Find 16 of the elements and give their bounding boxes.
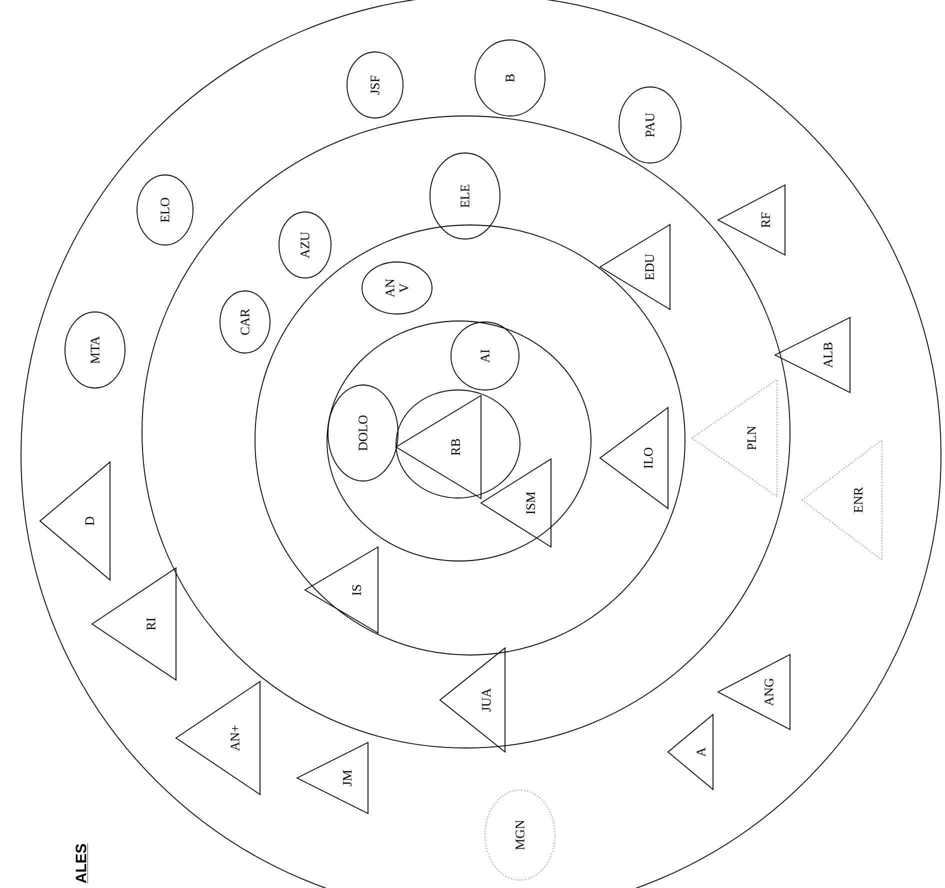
ellipse-node: ELO	[136, 174, 194, 246]
ellipse-node: MGN	[484, 790, 556, 880]
ellipse-node: ELE	[430, 152, 500, 240]
ellipse-node: AN V	[362, 262, 432, 314]
ring-circle	[254, 224, 686, 656]
ring-circle	[326, 320, 592, 562]
ellipse-node: CAR	[220, 290, 270, 354]
ring-circle	[396, 390, 520, 498]
ellipse-node: DOLO	[328, 384, 398, 482]
ellipse-node: AI	[450, 322, 520, 390]
ellipse-node: B	[474, 40, 546, 116]
ellipse-node: MTA	[64, 312, 126, 388]
section-heading: ALES	[76, 843, 88, 884]
ellipse-node: JSF	[346, 52, 404, 118]
ellipse-node: AZU	[278, 212, 332, 278]
ellipse-node: PAU	[618, 86, 682, 164]
